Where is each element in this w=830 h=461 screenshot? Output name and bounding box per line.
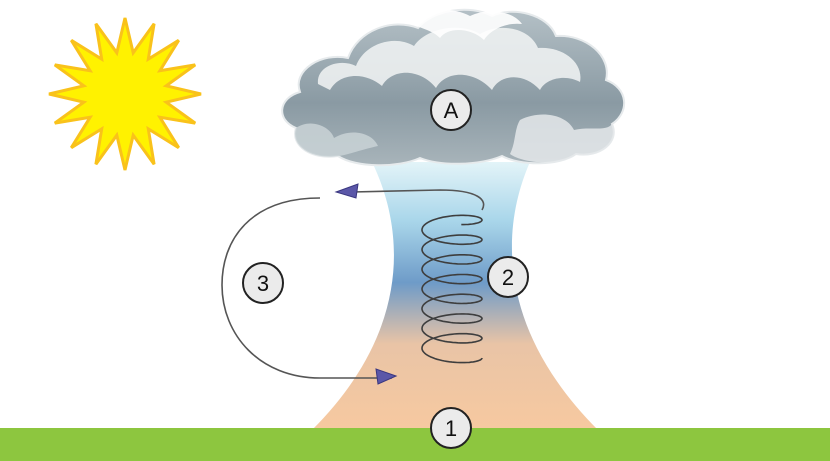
arrow-head-top <box>334 183 359 199</box>
return-flow-line <box>221 197 392 379</box>
ground <box>0 428 830 461</box>
marker-column: 2 <box>487 256 529 298</box>
outflow-line <box>351 189 485 211</box>
marker-loop: 3 <box>242 262 284 304</box>
air-column <box>312 162 598 430</box>
circulation-arrow-icon <box>221 183 485 385</box>
marker-loop-label: 3 <box>257 271 269 296</box>
marker-ground: 1 <box>430 407 472 449</box>
sun-icon <box>48 17 202 171</box>
cloud-icon <box>281 8 626 167</box>
marker-column-label: 2 <box>502 265 514 290</box>
spiral-vortex-icon <box>421 214 483 364</box>
marker-cloud-label: A <box>444 98 459 123</box>
arrow-head-bottom <box>375 368 398 385</box>
marker-cloud: A <box>430 89 472 131</box>
marker-ground-label: 1 <box>445 416 457 441</box>
